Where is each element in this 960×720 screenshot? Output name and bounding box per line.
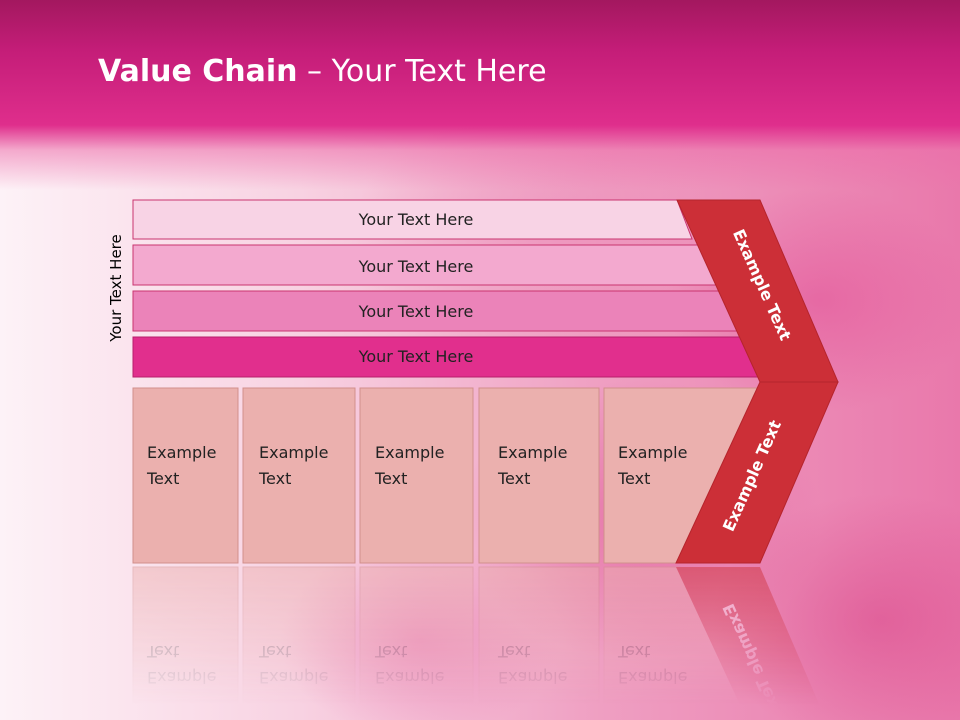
chevron-lower (675, 381, 839, 564)
box-3 (359, 387, 474, 564)
svg-text:Example: Example (498, 668, 567, 687)
chevron-group: Example Text Example Text (675, 199, 839, 564)
slide-title: Value Chain – Your Text Here (98, 54, 547, 89)
box-2-line-2: Text (258, 469, 291, 488)
box-4 (478, 387, 600, 564)
svg-text:Example: Example (147, 668, 216, 687)
bars-group: Your Text Here Your Text Here Your Text … (132, 199, 764, 378)
svg-text:Example: Example (259, 668, 328, 687)
svg-text:Text: Text (617, 642, 650, 661)
box-5-line-2: Text (617, 469, 650, 488)
bar-1-label: Your Text Here (358, 210, 474, 229)
title-band (0, 0, 960, 190)
bar-1 (132, 199, 693, 240)
box-4-line-2: Text (497, 469, 530, 488)
bar-3-label: Your Text Here (358, 302, 474, 321)
bar-4-label: Your Text Here (358, 347, 474, 366)
box-1-line-2: Text (146, 469, 179, 488)
reflection: Example Text Example Text Example Text E… (132, 566, 826, 720)
slide-title-bold: Value Chain (98, 54, 298, 89)
bar-2-label: Your Text Here (358, 257, 474, 276)
svg-text:Text: Text (497, 642, 530, 661)
box-3-line-2: Text (374, 469, 407, 488)
svg-text:Text: Text (374, 642, 407, 661)
box-5-line-1: Example (618, 443, 687, 462)
box-2-line-1: Example (259, 443, 328, 462)
svg-text:Text: Text (258, 642, 291, 661)
boxes-group: Example Text Example Text Example Text E… (132, 387, 761, 564)
svg-text:Example: Example (375, 668, 444, 687)
svg-text:Text: Text (146, 642, 179, 661)
svg-text:Example: Example (618, 668, 687, 687)
box-3-line-1: Example (375, 443, 444, 462)
box-1 (132, 387, 239, 564)
box-1-line-1: Example (147, 443, 216, 462)
box-2 (242, 387, 356, 564)
box-4-line-1: Example (498, 443, 567, 462)
slide-title-rest: – Your Text Here (297, 54, 547, 89)
